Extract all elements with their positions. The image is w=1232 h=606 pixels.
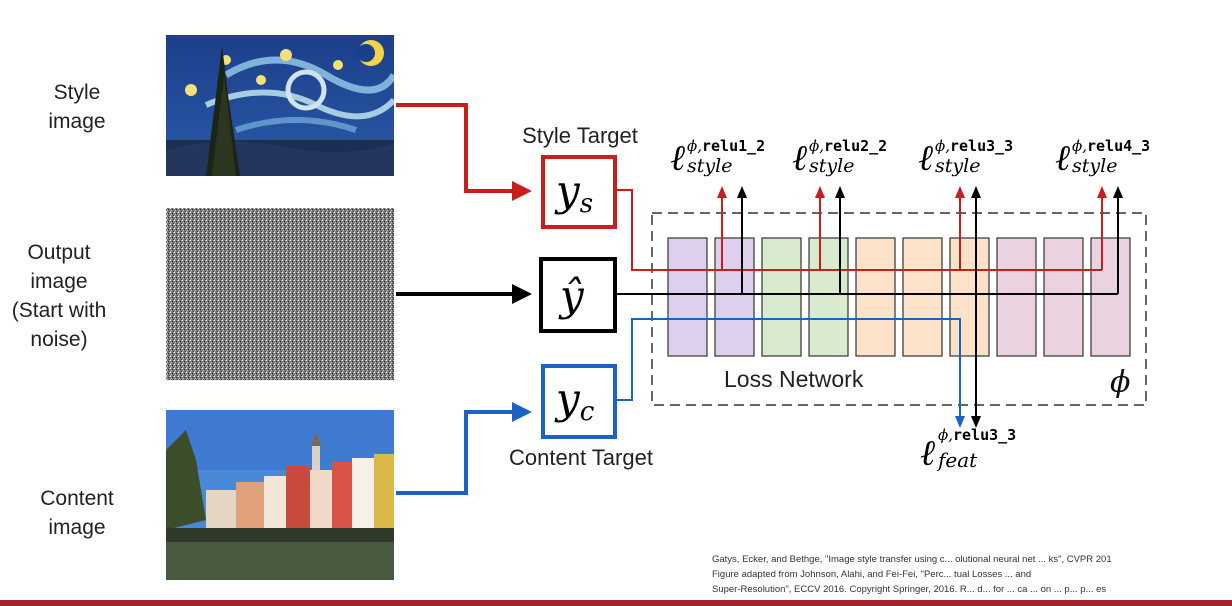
style-input-arrowhead xyxy=(512,181,532,201)
yhat-symbol: ŷ xyxy=(558,271,585,320)
footer-bar xyxy=(0,600,1232,606)
svg-text:ϕ,relu2_2: ϕ,relu2_2 xyxy=(809,137,887,155)
content-target-box xyxy=(541,364,617,439)
svg-text:ϕ,relu3_3: ϕ,relu3_3 xyxy=(935,137,1013,155)
feat-loss-arrowhead-blue xyxy=(955,416,965,428)
feat-loss-arrowhead-black xyxy=(971,416,981,428)
svg-text:style: style xyxy=(935,155,980,177)
style-image-label: Style image xyxy=(48,81,106,133)
output-image-label: Output image (Start with noise) xyxy=(11,241,107,351)
network-layer-10 xyxy=(1090,237,1131,357)
style-feature-path xyxy=(615,189,1102,271)
svg-text:ℓ: ℓ xyxy=(918,138,933,179)
network-layers xyxy=(667,237,1131,357)
content-target-caption: Content Target xyxy=(509,445,653,470)
network-layer-4 xyxy=(808,237,849,357)
svg-text:ϕ,relu1_2: ϕ,relu1_2 xyxy=(687,137,765,155)
phi-symbol: ϕ xyxy=(1110,365,1130,400)
loss-network-label: Loss Network xyxy=(724,366,864,392)
style-image xyxy=(166,35,394,176)
ys-symbol: ys xyxy=(554,166,593,219)
network-layer-9 xyxy=(1043,237,1084,357)
style-target-box xyxy=(541,155,617,229)
output-input-arrowhead xyxy=(512,284,532,304)
svg-text:ℓ: ℓ xyxy=(1055,138,1070,179)
svg-text:style: style xyxy=(809,155,854,177)
svg-text:ℓ: ℓ xyxy=(670,138,685,179)
svg-text:feat: feat xyxy=(936,448,978,472)
network-layer-2 xyxy=(714,237,755,357)
citation-line-3: Super-Resolution", ECCV 2016. Copyright … xyxy=(712,584,1107,595)
output-loss-taps xyxy=(737,186,1123,418)
svg-text:ϕ,relu4_3: ϕ,relu4_3 xyxy=(1072,137,1150,155)
network-layer-5 xyxy=(855,237,896,357)
citation: Gatys, Ecker, and Bethge, "Image style t… xyxy=(712,552,1112,597)
svg-text:style: style xyxy=(687,155,732,177)
svg-text:ℓ: ℓ xyxy=(920,433,935,474)
style-target-caption: Style Target xyxy=(522,123,638,148)
output-noise-image xyxy=(166,208,394,380)
style-loss-taps xyxy=(717,186,1107,270)
content-image xyxy=(166,410,394,580)
yc-symbol: yc xyxy=(554,374,595,427)
style-input-arrow xyxy=(396,103,512,193)
content-image-label: Content image xyxy=(40,487,114,539)
svg-text:style: style xyxy=(1072,155,1117,177)
citation-line-1: Gatys, Ecker, and Bethge, "Image style t… xyxy=(712,554,1112,565)
svg-text:ϕ,relu3_3: ϕ,relu3_3 xyxy=(938,426,1016,444)
network-layer-6 xyxy=(902,237,943,357)
network-layer-1 xyxy=(667,237,708,357)
network-layer-3 xyxy=(761,237,802,357)
content-feature-path xyxy=(615,318,961,418)
feat-loss-label: ℓ ϕ,relu3_3 feat xyxy=(920,426,1016,474)
network-layer-7 xyxy=(949,237,990,357)
citation-line-2: Figure adapted from Johnson, Alahi, and … xyxy=(712,569,1032,580)
loss-network-frame xyxy=(651,212,1147,406)
content-input-arrow xyxy=(396,410,512,495)
network-layer-8 xyxy=(996,237,1037,357)
svg-text:ℓ: ℓ xyxy=(792,138,807,179)
content-input-arrowhead xyxy=(512,402,532,422)
